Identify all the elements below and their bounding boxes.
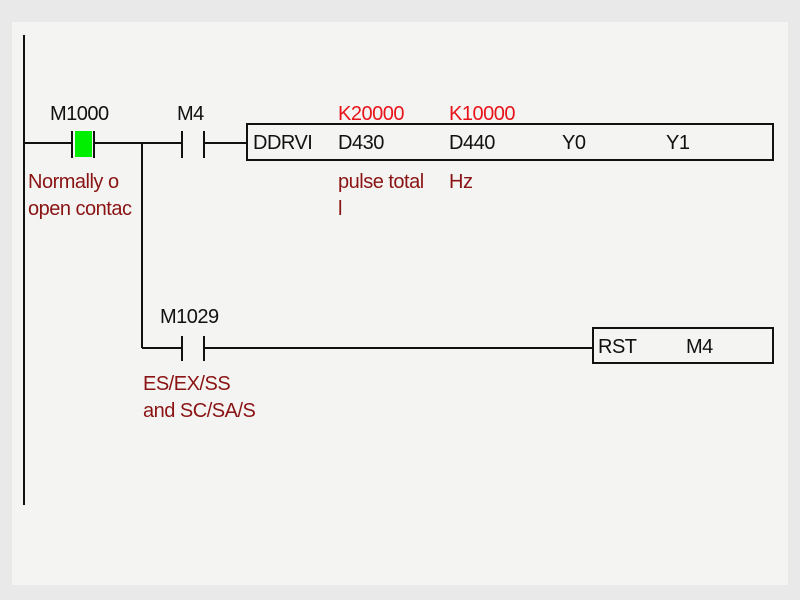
k10000-constant: K10000 <box>449 103 515 125</box>
m4-label: M4 <box>177 103 204 125</box>
d440-comment: Hz <box>449 171 473 193</box>
m1029-comment-line2: and SC/SA/S <box>143 400 256 422</box>
m1000-label: M1000 <box>50 103 109 125</box>
m1029-label: M1029 <box>160 306 219 328</box>
rst-operand: M4 <box>686 336 713 358</box>
operand-d440: D440 <box>449 132 495 154</box>
m1029-comment-line1: ES/EX/SS <box>143 373 231 395</box>
d430-comment-line2: l <box>338 198 342 220</box>
ddrvi-box <box>246 123 774 161</box>
m1000-comment-line2: open contac <box>28 198 132 220</box>
m1000-contact-active <box>75 131 92 157</box>
k20000-constant: K20000 <box>338 103 404 125</box>
operand-y0: Y0 <box>562 132 586 154</box>
operand-y1: Y1 <box>666 132 690 154</box>
ddrvi-op: DDRVI <box>253 132 313 154</box>
rst-op: RST <box>598 336 637 358</box>
d430-comment-line1: pulse total <box>338 171 424 193</box>
m1000-comment-line1: Normally o <box>28 171 119 193</box>
rst-box <box>592 327 774 364</box>
operand-d430: D430 <box>338 132 384 154</box>
